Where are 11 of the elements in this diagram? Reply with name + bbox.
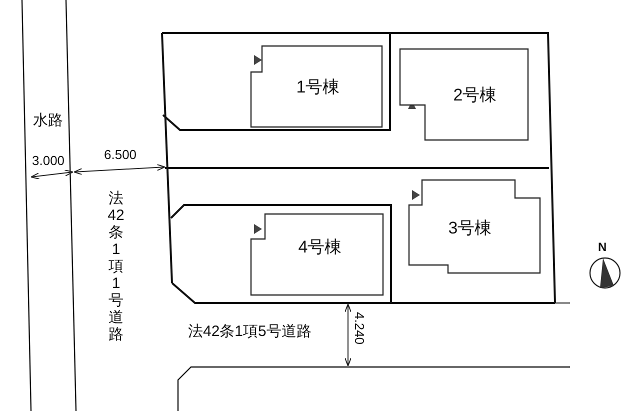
dimension-label: 3.000	[32, 153, 65, 168]
dimension-label: 4.240	[352, 312, 367, 345]
waterway-label: 水路	[33, 111, 63, 130]
building-label: 2号棟	[453, 84, 497, 106]
building-label: 3号棟	[448, 218, 492, 240]
road-label: 法42条1項5号道路	[188, 322, 312, 341]
building-label: 4号棟	[298, 236, 342, 258]
north-label: N	[598, 240, 607, 254]
road-label: 法42条1項1号道路	[106, 190, 126, 343]
building-label: 1号棟	[296, 76, 340, 98]
dimension-label: 6.500	[104, 147, 137, 162]
